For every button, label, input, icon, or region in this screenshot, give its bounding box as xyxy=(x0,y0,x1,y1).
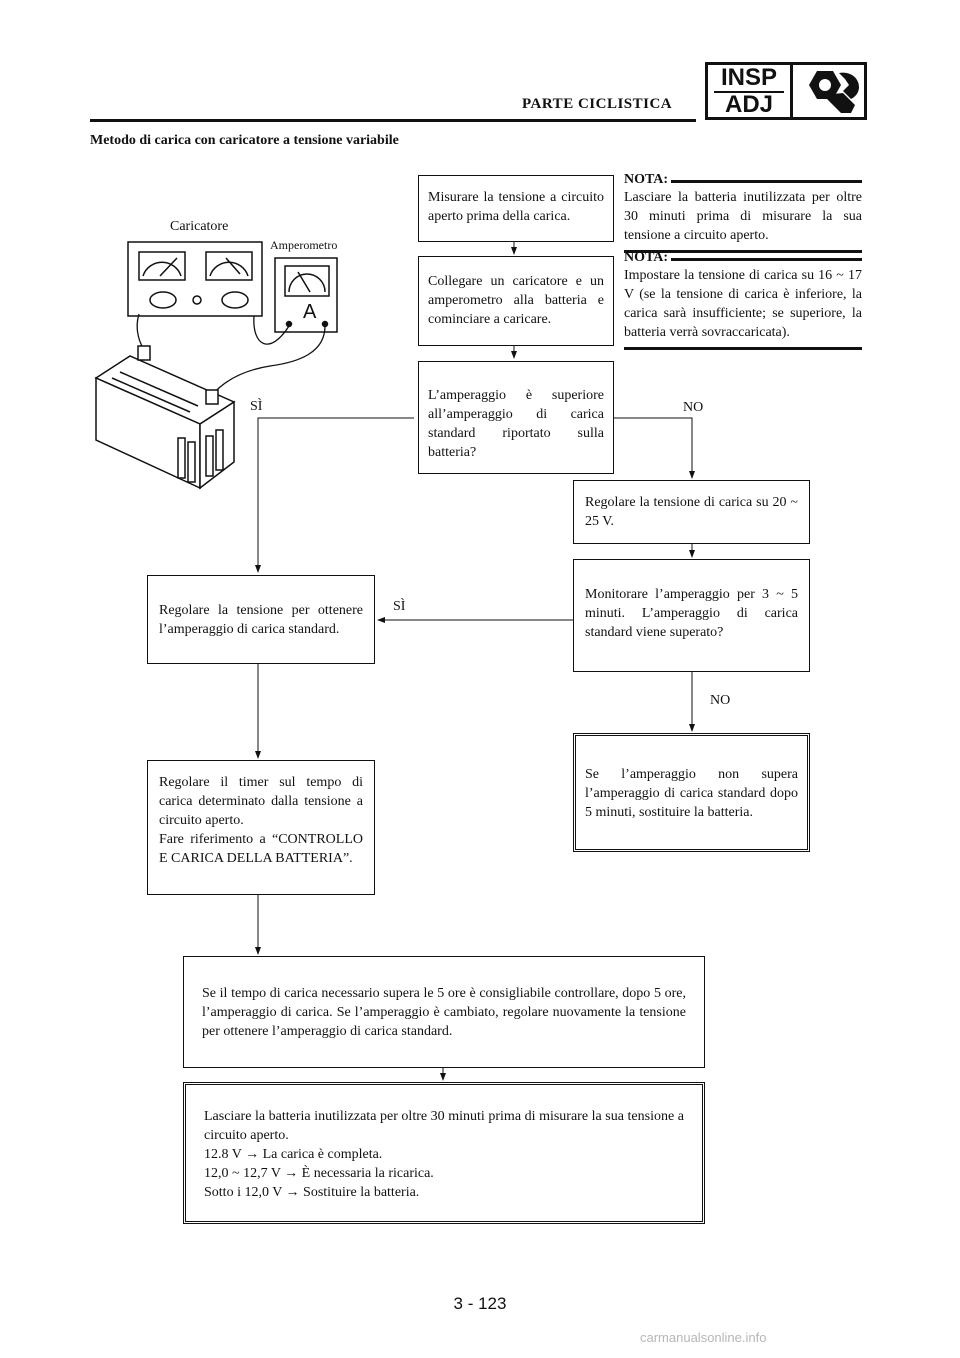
step-measure-voltage: Misurare la tensione a circuito aperto p… xyxy=(418,175,614,242)
decision-monitor-amperage: Monitorare l’amperaggio per 3 ~ 5 minuti… xyxy=(573,559,810,672)
section-title: PARTE CICLISTICA xyxy=(522,96,673,112)
decision-amperage-higher: L’amperaggio è superiore all’amperaggio … xyxy=(418,361,614,474)
final-line-2: 12.8 V → La carica è completa. xyxy=(204,1147,383,1162)
badge-text-cell: INSP ADJ xyxy=(708,64,793,118)
ammeter-symbol: A xyxy=(303,301,317,323)
ammeter-icon: A xyxy=(274,257,338,333)
note-2-top-rule xyxy=(671,258,862,261)
step-replace-battery: Se l’amperaggio non supera l’amperaggio … xyxy=(573,733,810,852)
badge-top-text: INSP xyxy=(720,64,777,91)
step-set-timer: Regolare il timer sul tempo di carica de… xyxy=(147,760,375,895)
yes-label-2: SÌ xyxy=(393,599,406,614)
header-rule xyxy=(90,119,696,122)
charger-icon xyxy=(127,241,263,317)
note-1-top-rule xyxy=(671,180,862,183)
note-1: NOTA: Lasciare la batteria inutilizzata … xyxy=(624,172,862,253)
page-number: 3 - 123 xyxy=(453,1294,507,1313)
ammeter-label: Amperometro xyxy=(270,238,338,252)
wrench-nut-icon xyxy=(793,65,864,117)
step-adjust-standard-amperage: Regolare la tensione per ottenere l’ampe… xyxy=(147,575,375,664)
note-1-text: Lasciare la batteria inutilizzata per ol… xyxy=(624,190,862,243)
step-check-after-5h: Se il tempo di carica necessario supera … xyxy=(183,956,705,1068)
badge-divider xyxy=(714,91,784,93)
final-line-1: Lasciare la batteria inutilizzata per ol… xyxy=(204,1109,684,1143)
no-label-1: NO xyxy=(683,400,704,415)
step-connect-charger: Collegare un caricatore e un amperometro… xyxy=(418,256,614,346)
step-set-voltage-20-25: Regolare la tensione di carica su 20 ~ 2… xyxy=(573,480,810,544)
note-2-text: Impostare la tensione di carica su 16 ~ … xyxy=(624,268,862,340)
final-line-3: 12,0 ~ 12,7 V → È necessaria la ricarica… xyxy=(204,1166,434,1181)
note-1-bottom-rule xyxy=(624,250,862,253)
badge-bottom-text: ADJ xyxy=(724,91,773,118)
page-title: Metodo di carica con caricatore a tensio… xyxy=(90,133,399,148)
note-2-title: NOTA: xyxy=(624,250,669,265)
battery-icon xyxy=(94,345,236,490)
charger-label: Caricatore xyxy=(170,219,229,234)
note-2: NOTA: Impostare la tensione di carica su… xyxy=(624,250,862,350)
no-label-2: NO xyxy=(710,693,731,708)
watermark: carmanualsonline.info xyxy=(640,1330,767,1345)
final-line-4: Sotto i 12,0 V → Sostituire la batteria. xyxy=(204,1185,420,1200)
step-final-check: Lasciare la batteria inutilizzata per ol… xyxy=(183,1082,705,1224)
note-1-title: NOTA: xyxy=(624,172,669,187)
note-2-bottom-rule xyxy=(624,347,862,350)
insp-adj-badge: INSP ADJ xyxy=(705,62,867,120)
yes-label-1: SÌ xyxy=(250,399,263,414)
